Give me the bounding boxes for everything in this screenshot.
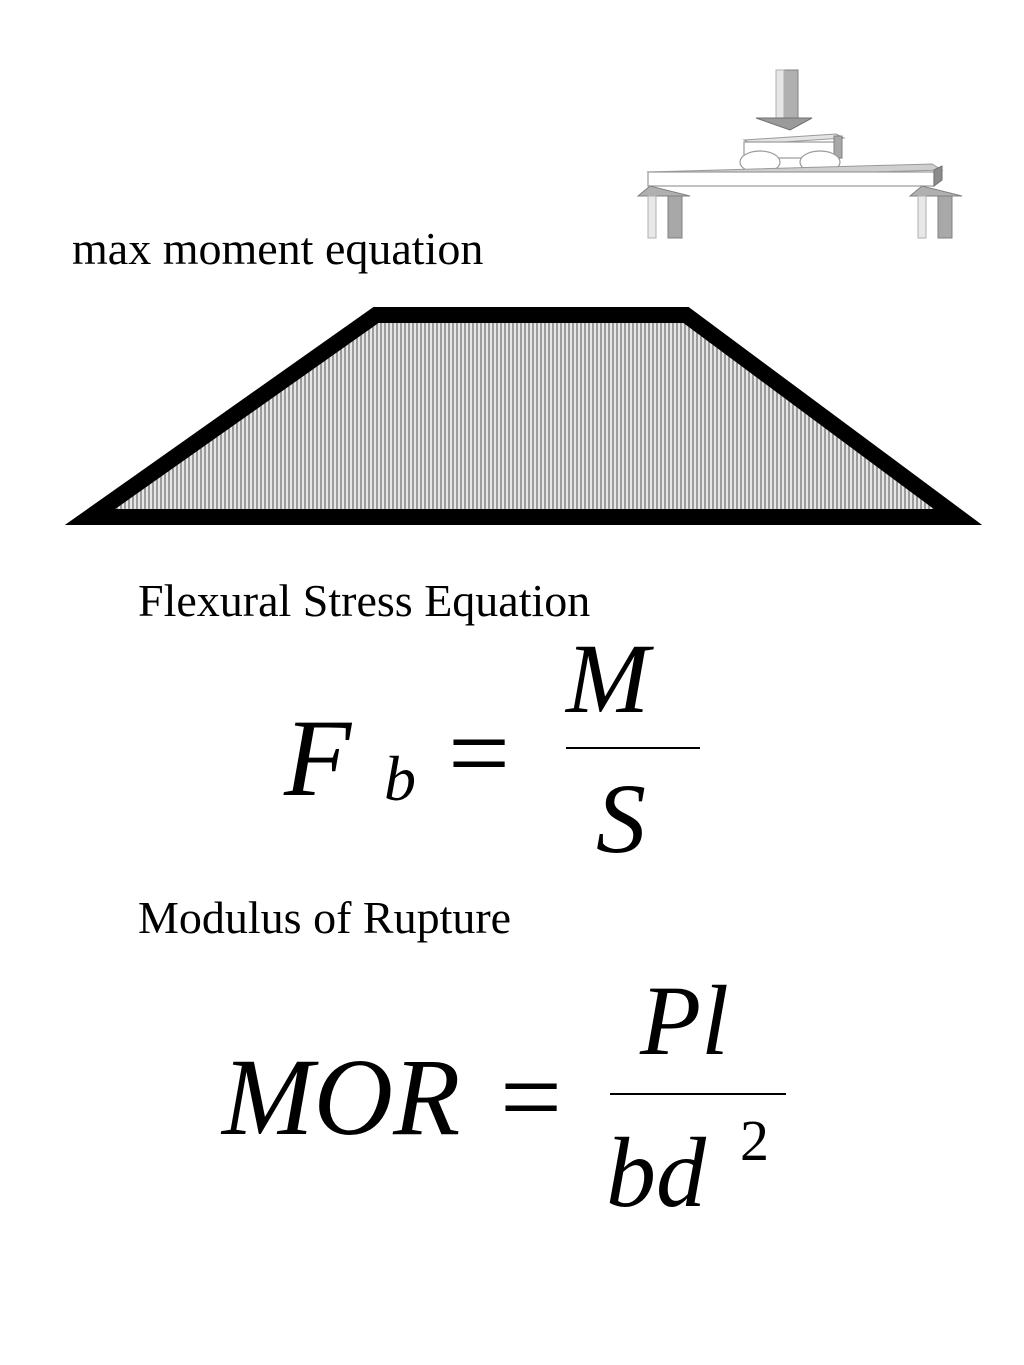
eq-mor-lhs: MOR bbox=[220, 1036, 460, 1158]
moment-diagram bbox=[64, 307, 983, 525]
flexural-stress-label: Flexural Stress Equation bbox=[138, 575, 591, 626]
eq-fb-lhs: F bbox=[283, 697, 353, 819]
eq-fb-denominator: S bbox=[596, 763, 646, 874]
flexural-stress-equation: F b = M S bbox=[283, 623, 700, 874]
eq-mor-exponent: 2 bbox=[740, 1108, 769, 1173]
support-arrow-right-icon bbox=[908, 185, 963, 239]
eq-fb-subscript: b bbox=[384, 743, 416, 814]
bending-test-icon bbox=[636, 69, 963, 239]
beam-icon bbox=[646, 163, 944, 187]
load-arrow-icon bbox=[755, 69, 813, 131]
eq-mor-denominator: bd bbox=[606, 1117, 707, 1228]
eq-mor-equals: = bbox=[500, 1036, 562, 1158]
eq-fb-equals: = bbox=[448, 692, 510, 814]
support-arrow-left-icon bbox=[636, 185, 691, 239]
modulus-of-rupture-label: Modulus of Rupture bbox=[138, 892, 512, 943]
max-moment-label: max moment equation bbox=[72, 223, 484, 274]
eq-mor-numerator: Pl bbox=[639, 965, 729, 1076]
eq-fb-numerator: M bbox=[564, 623, 654, 734]
mor-equation: MOR = Pl bd 2 bbox=[220, 965, 786, 1228]
